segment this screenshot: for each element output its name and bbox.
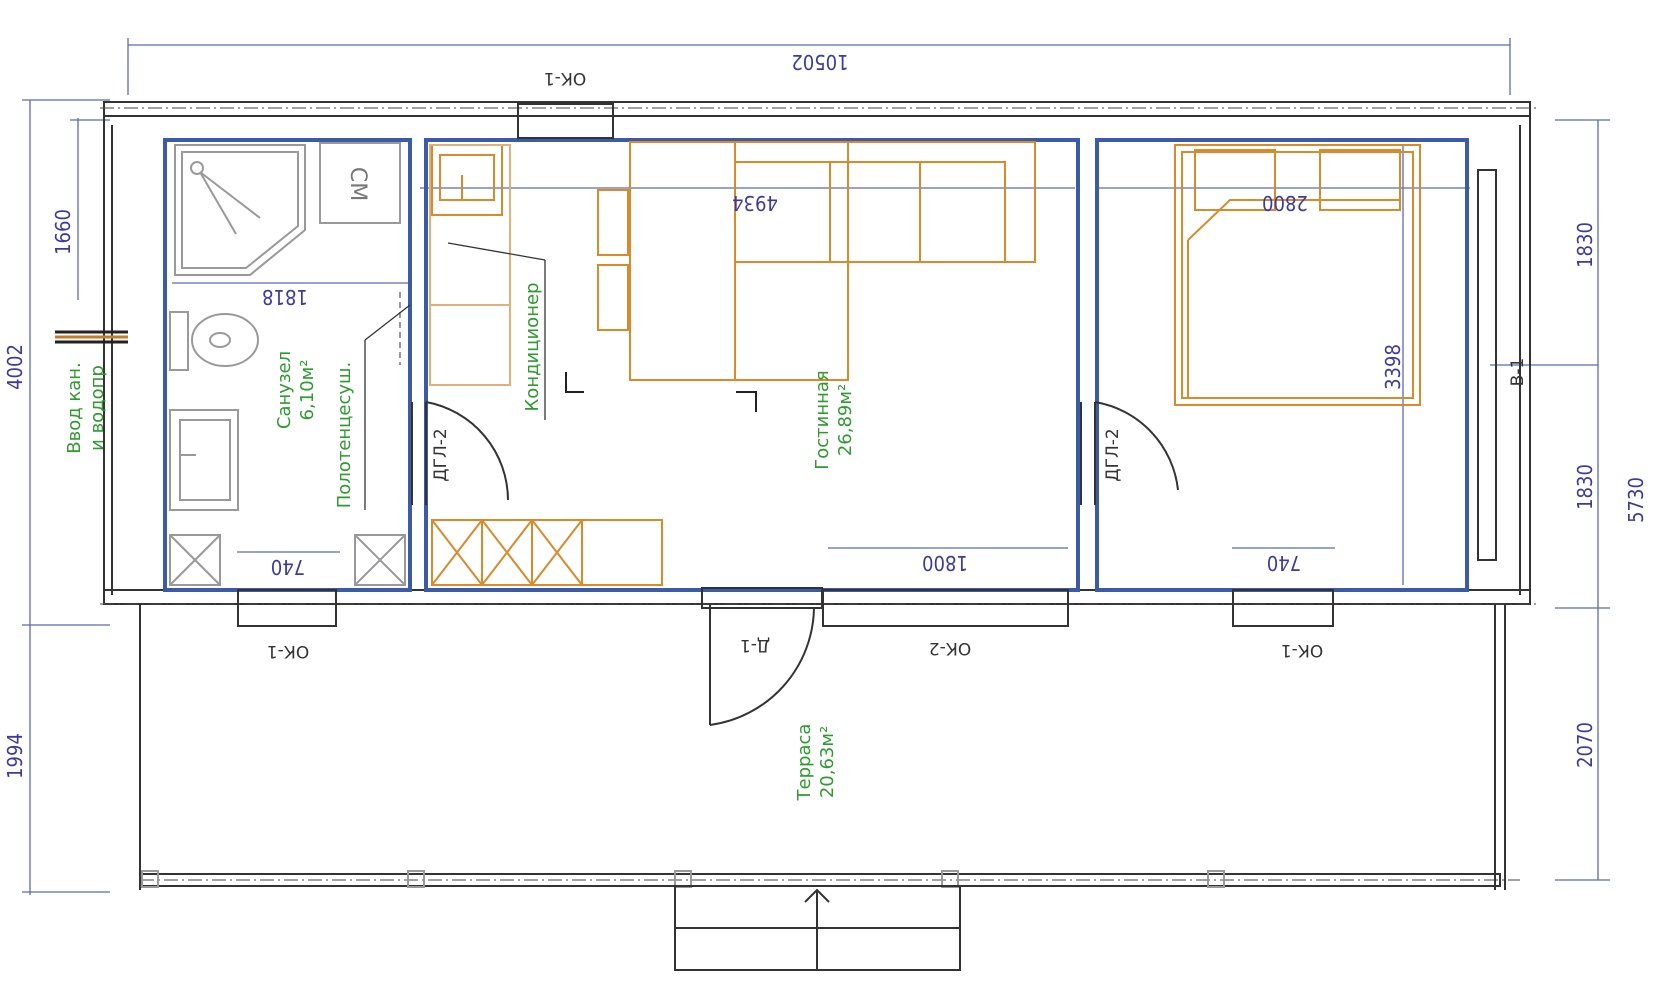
outer-walls (103, 101, 1531, 605)
dim-window-bedroom: 740 (1267, 551, 1301, 575)
dim-right-upper: 1830 (1573, 222, 1597, 268)
dim-right-lower: 1830 (1573, 464, 1597, 510)
dim-bedroom-width: 2800 (1262, 191, 1308, 215)
mark-window-top: ОК-1 (544, 68, 586, 88)
element-marks: ОК-1 ОК-1 ОК-2 ОК-1 Д-1 ДГЛ-2 ДГЛ-2 В-1 (267, 68, 1528, 661)
door-bath (411, 401, 509, 505)
mark-door-bath: ДГЛ-2 (431, 428, 451, 481)
bath-cabinet-right (354, 534, 406, 586)
towel-dryer-label: Полотенцесуш. (334, 362, 355, 508)
entry-steps (674, 885, 961, 971)
dining-chairs (597, 189, 629, 331)
mark-door-entry: Д-1 (740, 635, 770, 655)
kitchen-base-cabinets (431, 519, 663, 586)
inlet-pipe (55, 330, 128, 344)
terrace-name: Терраса (794, 724, 815, 802)
conditioner-leader (447, 242, 546, 420)
living-marks (565, 372, 757, 412)
window-bedroom (1232, 589, 1334, 627)
axis-lines (100, 107, 1540, 881)
dimension-texts: 10502 4002 1660 1994 5730 1830 1830 2070… (3, 50, 1648, 779)
inlet-label-line2: и водопр (87, 365, 108, 451)
dim-top-total: 10502 (791, 50, 848, 74)
living-area: 26,89м² (835, 384, 856, 456)
washer-label: СМ (345, 167, 370, 201)
bath-cabinet-left (169, 534, 221, 586)
dim-right-terrace: 2070 (1573, 722, 1597, 768)
bathroom-area: 6,10м² (297, 360, 318, 421)
room-labels: Санузел 6,10м² Гостинная 26,89м² Терраса… (64, 283, 856, 802)
dim-window-living: 1800 (922, 551, 968, 575)
dim-bed-depth: 3398 (1381, 344, 1405, 390)
washbasin-icon (169, 409, 239, 511)
kitchen-counter (429, 144, 511, 386)
window-right (1477, 169, 1497, 561)
toilet-icon (169, 311, 259, 371)
mark-window-bottom-mid: ОК-2 (929, 638, 971, 658)
dim-bath-width: 1818 (262, 285, 308, 309)
dim-left-bath: 1660 (51, 209, 75, 255)
dimension-lines (22, 38, 1610, 895)
sofa (734, 141, 1036, 263)
dim-window-bath: 740 (271, 555, 305, 579)
mark-door-bedroom: ДГЛ-2 (1103, 428, 1123, 481)
conditioner-label: Кондиционер (522, 283, 543, 412)
shower-cabin (174, 144, 306, 276)
terrace-area: 20,63м² (817, 726, 838, 798)
dim-living-width: 4934 (732, 191, 778, 215)
window-living (822, 589, 1069, 627)
mark-window-bottom-right: ОК-1 (1281, 640, 1323, 660)
kitchen-sink (431, 144, 503, 216)
dim-left-overall: 4002 (3, 344, 27, 390)
mark-section: В-1 (1508, 358, 1528, 387)
door-bedroom (1080, 401, 1179, 505)
dim-right-total: 5730 (1624, 477, 1648, 523)
washing-machine-icon: СМ (319, 142, 401, 224)
bathroom-name: Санузел (274, 351, 295, 429)
window-bath (237, 589, 337, 627)
mark-window-bottom-left: ОК-1 (267, 641, 309, 661)
window-top (517, 103, 614, 139)
door-entry (701, 587, 823, 726)
dim-left-terrace: 1994 (3, 733, 27, 779)
inlet-label-line1: Ввод кан. (64, 362, 85, 454)
living-name: Гостинная (812, 370, 833, 469)
towel-dryer (364, 292, 411, 510)
double-bed (1174, 144, 1421, 406)
